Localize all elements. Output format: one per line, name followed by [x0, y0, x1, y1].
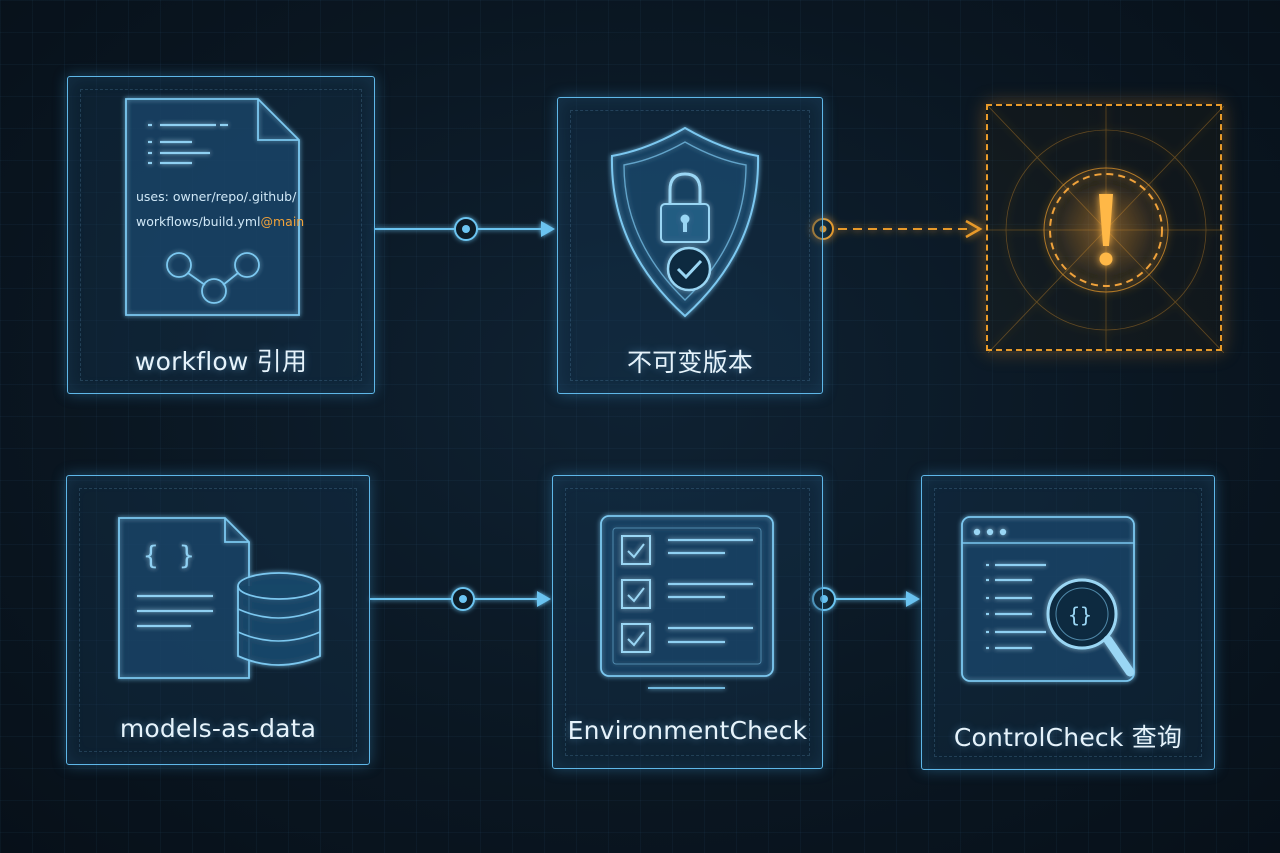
connector-envcheck-to-controlcheck [812, 587, 920, 611]
warning-icon [988, 106, 1224, 353]
node-controlcheck: {} ControlCheck 查询 [921, 475, 1215, 770]
code-line-1: uses: owner/repo/.github/ [136, 189, 297, 204]
node-label-controlcheck: ControlCheck 查询 [953, 723, 1183, 752]
database-icon: { } [118, 517, 321, 679]
code-search-icon: {} [961, 516, 1135, 682]
node-envcheck: EnvironmentCheck [552, 475, 823, 769]
node-label-envcheck: EnvironmentCheck [567, 716, 808, 745]
code-line-2: workflows/build.yml@main [136, 214, 304, 229]
node-models: { } models-as-data [66, 475, 370, 765]
document-icon [125, 98, 300, 316]
code-ref: @main [260, 214, 305, 229]
node-warning [986, 104, 1224, 353]
node-label-immutable: 不可变版本 [626, 348, 753, 377]
checklist-icon [600, 515, 774, 689]
code-path: workflows/build.yml [136, 214, 261, 229]
connector-immutable-to-warning [812, 218, 983, 240]
node-immutable: 不可变版本 [557, 97, 823, 394]
node-label-models: models-as-data [119, 714, 317, 743]
connector-models-to-envcheck [370, 587, 551, 611]
node-workflow: uses: owner/repo/.github/ workflows/buil… [67, 76, 375, 394]
svg-text:{: { [143, 541, 159, 571]
node-label-workflow: workflow 引用 [134, 347, 308, 376]
svg-text:}: } [179, 541, 195, 571]
connector-workflow-to-immutable [375, 217, 555, 241]
svg-text:{}: {} [1068, 603, 1092, 627]
shield-lock-icon [610, 126, 760, 318]
